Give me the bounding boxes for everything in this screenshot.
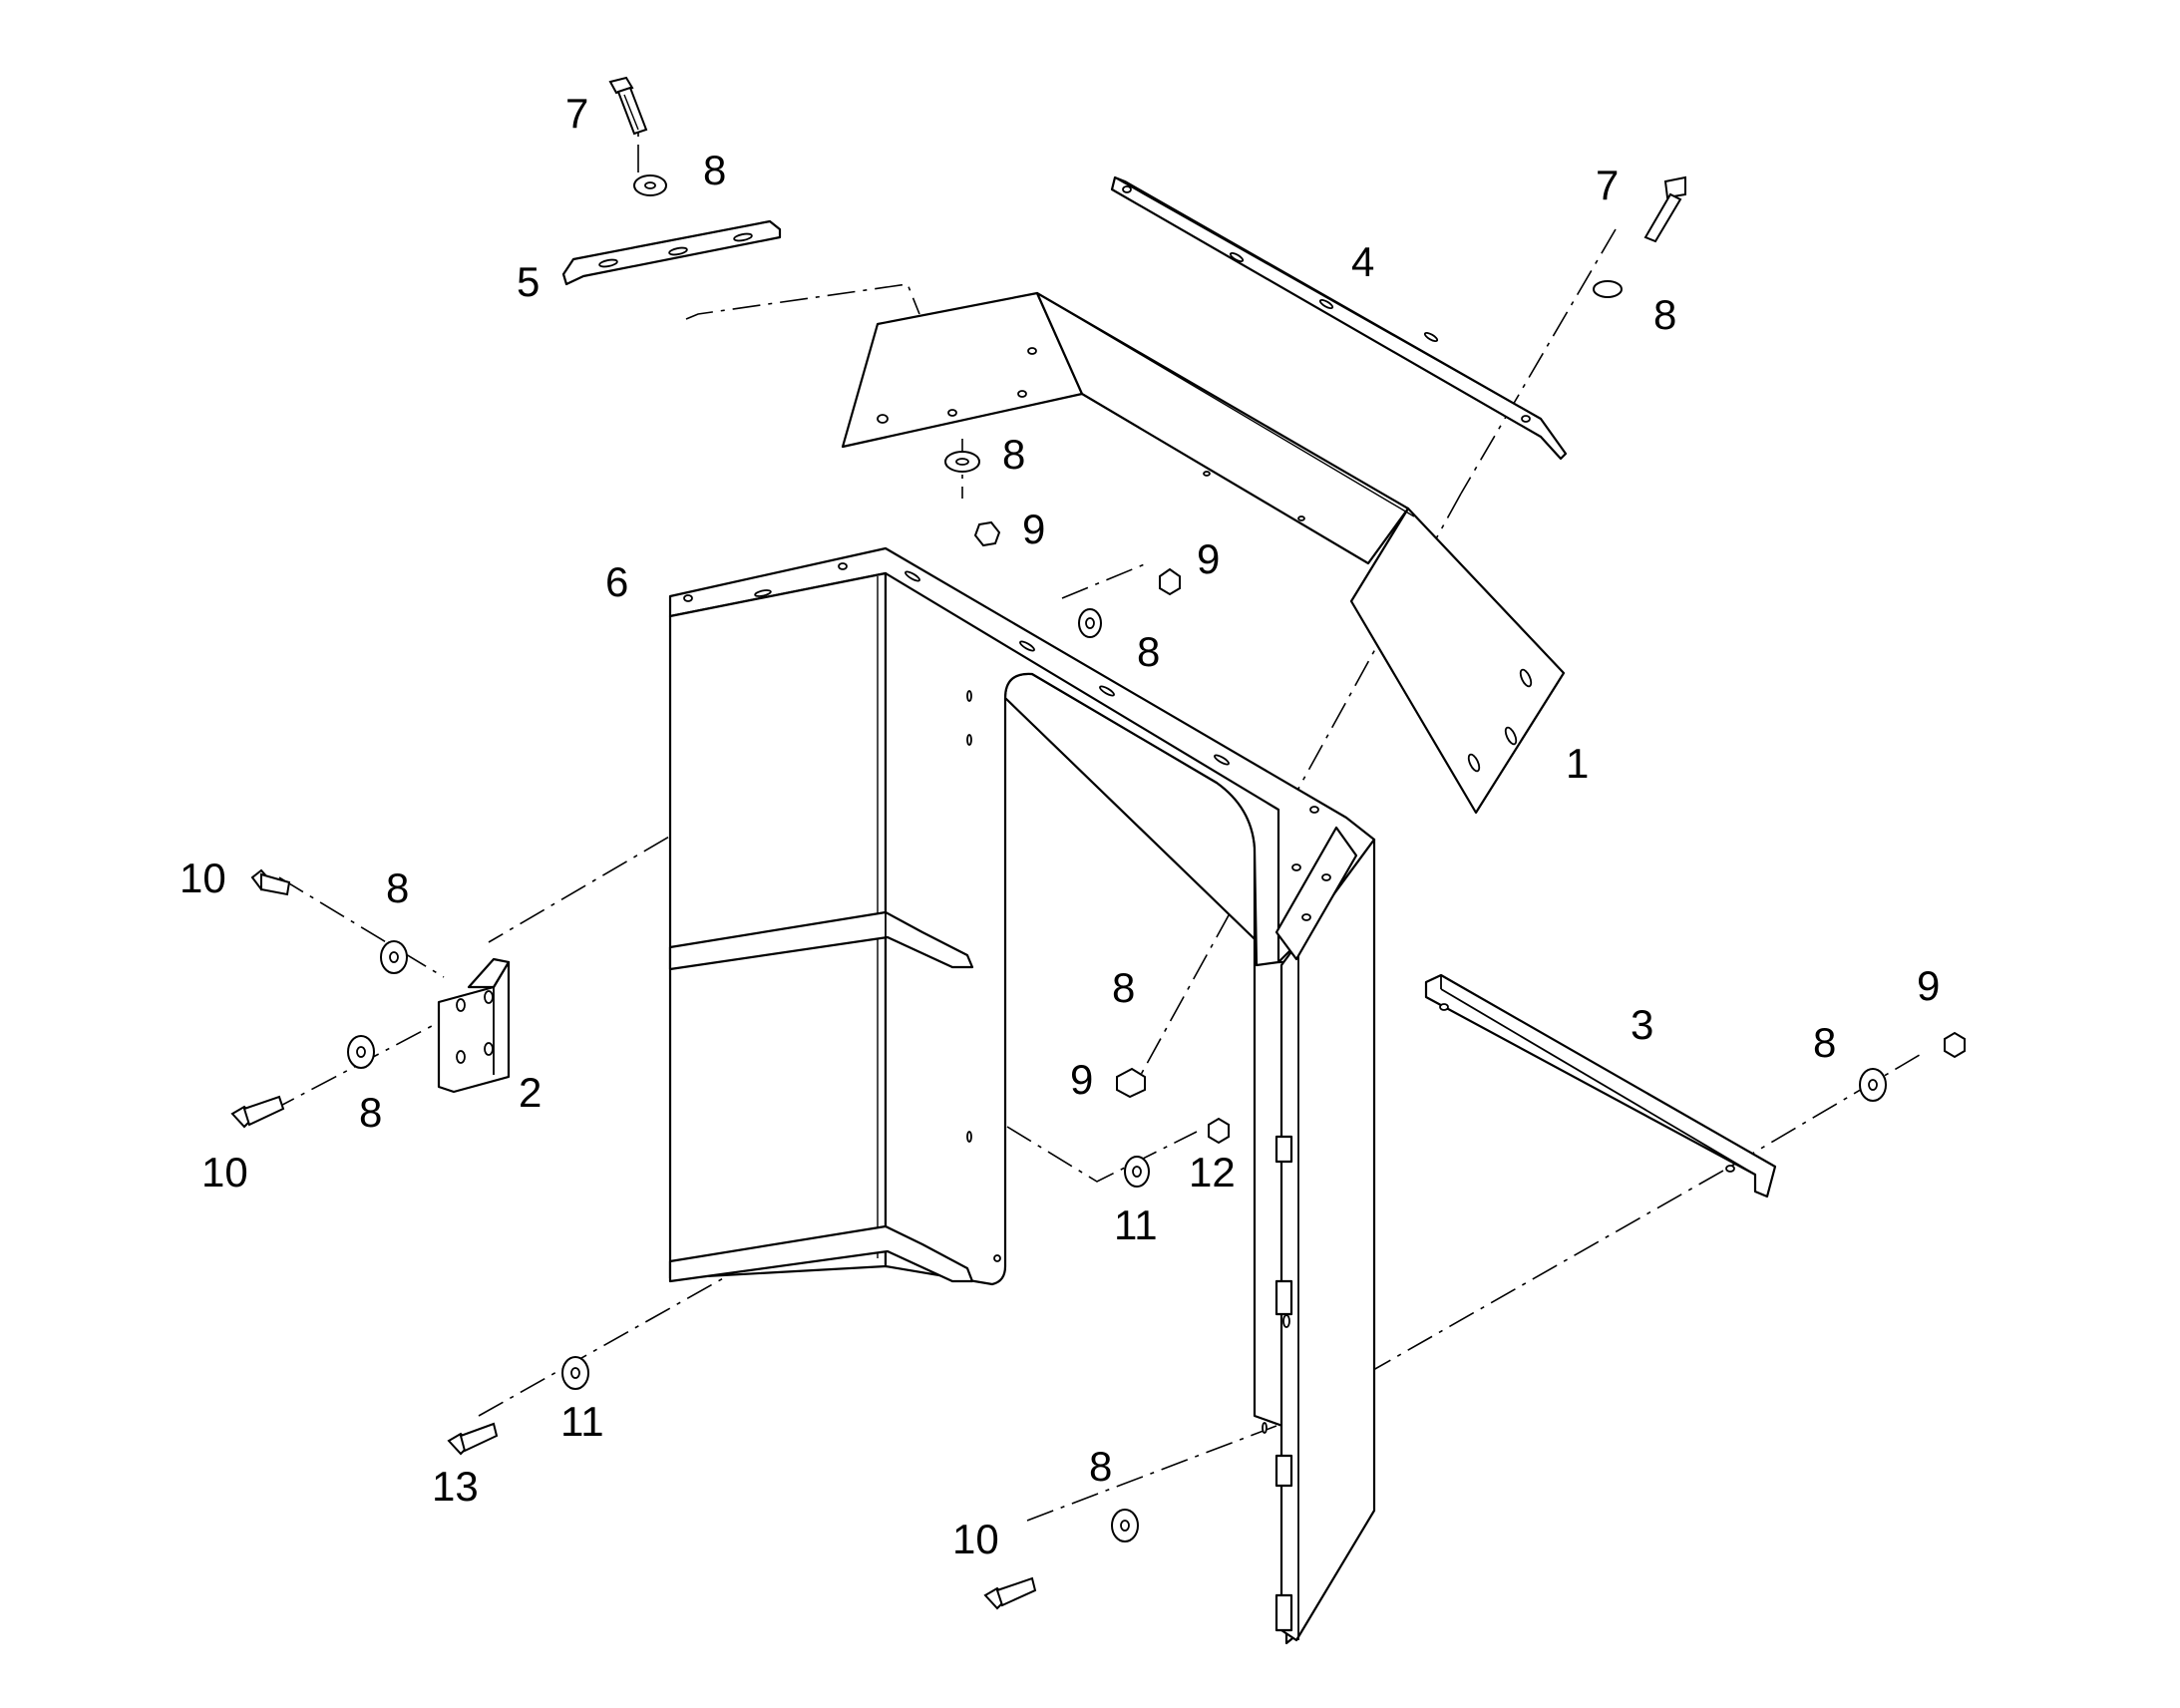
callout-9-part1: 9 [1022,506,1045,552]
callout-5: 5 [517,258,540,305]
callout-12: 12 [1189,1149,1236,1196]
part-4-angle-strip [1110,175,1568,461]
part-1-bent-bracket [841,291,1566,815]
callout-10-lower: 10 [201,1149,248,1196]
callout-8-frame-top: 8 [1137,628,1160,675]
bolt-10-bottom [983,1576,1037,1610]
part-2-small-bracket [437,957,511,1094]
callout-8-top-left: 8 [703,147,726,193]
callout-10-upper: 10 [180,854,226,901]
callout-8-center: 8 [1112,964,1135,1011]
bolt-10-upper [250,868,291,896]
bolt-7-left [608,76,648,136]
callout-9-frame-top: 9 [1197,535,1220,582]
bolt-7-right [1643,175,1686,243]
callout-1: 1 [1566,740,1589,787]
bolt-10-lower [230,1095,285,1129]
callout-13: 13 [432,1463,479,1510]
callout-6: 6 [605,558,628,605]
callout-3: 3 [1631,1001,1653,1048]
callout-8-part1: 8 [1002,431,1025,478]
bolt-13 [447,1422,499,1456]
callout-11-left: 11 [560,1398,604,1445]
part-6-main-frame [668,546,1376,1645]
callout-11-center: 11 [1114,1201,1158,1248]
callout-7-right: 7 [1596,162,1619,208]
callout-10-bottom: 10 [952,1516,999,1562]
callout-8-right: 8 [1813,1019,1836,1066]
part-5-slotted-plate [561,219,782,286]
callout-8-left-lower: 8 [359,1089,382,1136]
callout-4: 4 [1351,238,1374,285]
hardware [230,76,1966,1610]
callout-labels: 1 2 3 4 5 6 7 7 8 8 8 8 8 8 8 8 8 9 9 9 … [180,90,1940,1562]
callout-9-right: 9 [1917,962,1940,1009]
part-3-angle-bar [1424,973,1777,1198]
callout-8-bottom: 8 [1089,1443,1112,1490]
callout-2: 2 [519,1069,542,1116]
callout-8-left-upper: 8 [386,864,409,911]
callout-9-center: 9 [1070,1056,1093,1103]
callout-8-top-right: 8 [1653,291,1676,338]
callout-7-left: 7 [565,90,588,137]
